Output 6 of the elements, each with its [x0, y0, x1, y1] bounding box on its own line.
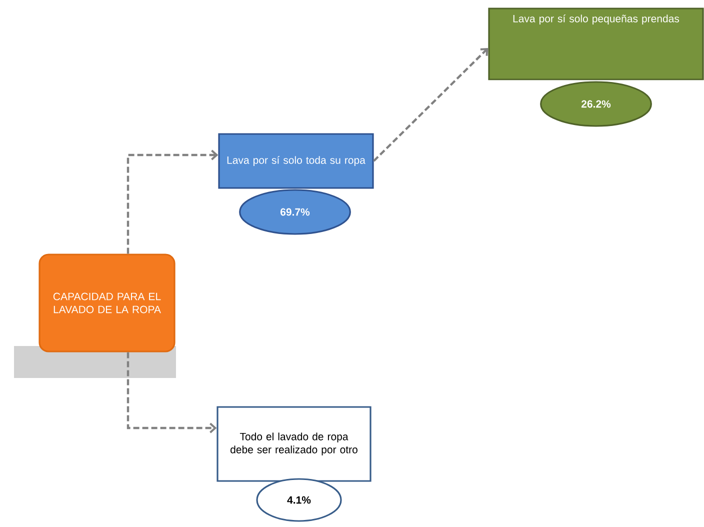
arrow — [126, 150, 218, 254]
node-label: 4.1% — [287, 496, 311, 504]
process-box: CAPACIDAD PARA EL LAVADO DE LA ROPA — [38, 254, 176, 352]
arrow — [126, 352, 217, 434]
arrow — [373, 48, 488, 162]
process-box: Lava por sí solo toda su ropa — [218, 133, 374, 189]
